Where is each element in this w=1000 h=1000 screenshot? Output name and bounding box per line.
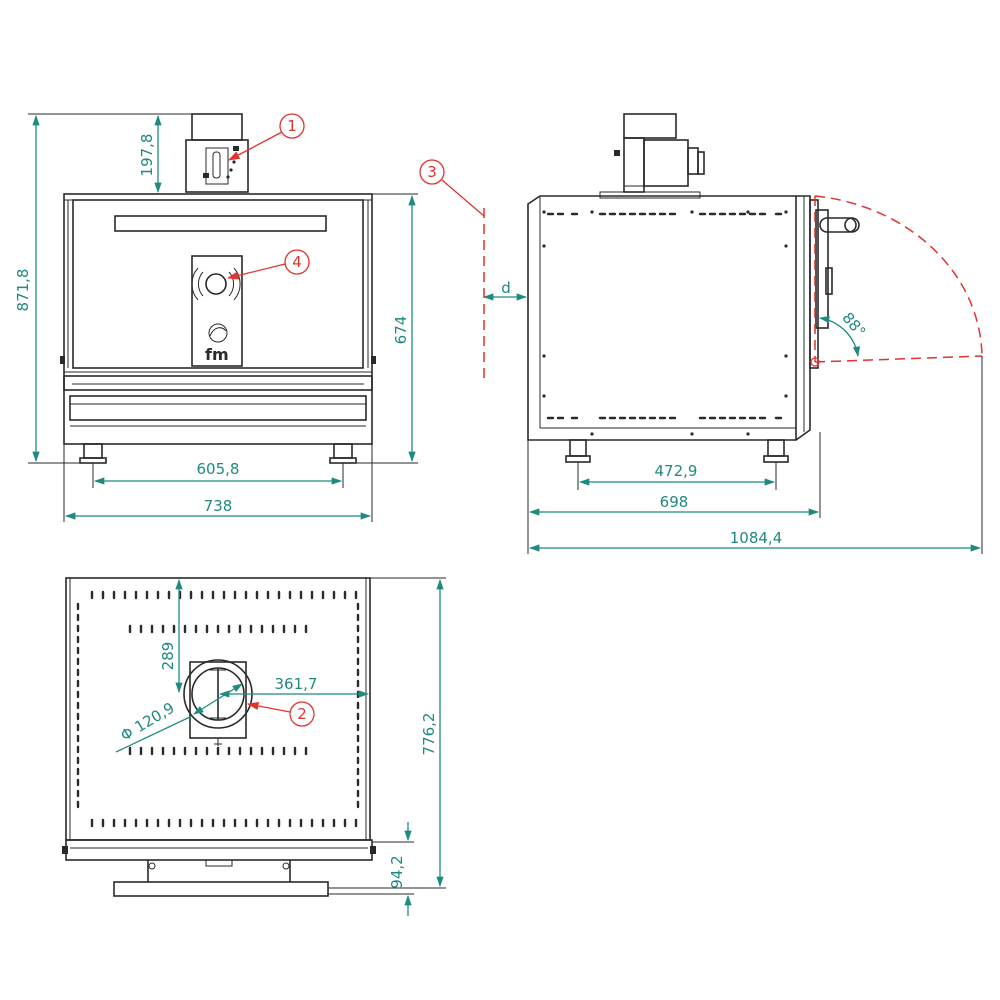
dim-chimney-height: 197,8 — [138, 134, 156, 177]
callout-3 — [419, 159, 445, 185]
dim-flue-diameter: Φ 120,9 — [117, 699, 177, 745]
dim-handle-depth: 94,2 — [388, 855, 406, 888]
side-body — [527, 195, 797, 441]
dim-flue-offset-x: 361,7 — [275, 675, 318, 693]
door-handle-bar — [114, 215, 327, 232]
side-door — [795, 195, 811, 441]
dim-depth-door-open: 1084,4 — [730, 529, 783, 547]
foot-right — [333, 443, 353, 459]
damper-mark-max — [233, 146, 239, 151]
svg-text:4: 4 — [292, 253, 302, 271]
front-callouts: 1 4 — [226, 113, 310, 280]
fm-logo: fm — [205, 323, 229, 364]
door-swing-arc — [814, 195, 983, 357]
side-callouts: 3 — [419, 159, 485, 217]
front-dimensions: 871,8 197,8 674 605,8 738 — [14, 113, 418, 522]
damper-plate — [205, 147, 229, 185]
svg-text:2: 2 — [297, 705, 307, 723]
side-view — [527, 113, 983, 463]
dim-side-depth: 698 — [660, 493, 689, 511]
front-view: fm — [60, 113, 376, 464]
side-damper-box — [643, 139, 689, 187]
dim-door-angle: 88° — [838, 309, 869, 341]
side-foot-right — [767, 439, 785, 457]
svg-text:3: 3 — [427, 163, 437, 181]
front-body — [63, 193, 373, 445]
front-door — [72, 199, 364, 369]
callout-4 — [284, 249, 310, 275]
control-plate — [191, 255, 243, 367]
side-chimney-top — [623, 113, 677, 139]
dim-flue-offset-y: 289 — [159, 642, 177, 671]
top-vents — [76, 590, 360, 828]
top-dimensions: 289 361,7 Φ 120,9 776,2 94,2 — [115, 577, 446, 916]
door-angle-arc — [818, 315, 861, 358]
front-ledge — [63, 375, 373, 391]
dim-front-width: 738 — [204, 497, 233, 515]
dim-clearance: d — [501, 279, 511, 297]
dim-overall-height: 871,8 — [14, 269, 32, 312]
thermometer-dial — [205, 273, 227, 295]
top-view — [62, 577, 376, 897]
damper-slot — [212, 151, 221, 179]
side-handle — [819, 217, 857, 233]
callout-2 — [289, 701, 315, 727]
svg-text:fm: fm — [205, 345, 229, 364]
damper-mark-min — [203, 173, 209, 178]
foot-left — [83, 443, 103, 459]
ash-drawer — [69, 395, 367, 421]
side-foot-left — [569, 439, 587, 457]
dim-top-depth: 776,2 — [420, 713, 438, 756]
dim-side-feet: 472,9 — [655, 462, 698, 480]
svg-text:1: 1 — [287, 117, 297, 135]
dim-feet-spacing: 605,8 — [197, 460, 240, 478]
callout-1 — [279, 113, 305, 139]
top-callouts: 2 — [246, 701, 315, 727]
chimney-top — [191, 113, 243, 141]
top-front-rail — [65, 839, 373, 861]
dim-front-height: 674 — [392, 316, 410, 345]
top-handle — [113, 881, 329, 897]
chimney-body — [185, 139, 249, 193]
side-dimensions: 88° d 472,9 698 1084,4 — [482, 208, 983, 554]
